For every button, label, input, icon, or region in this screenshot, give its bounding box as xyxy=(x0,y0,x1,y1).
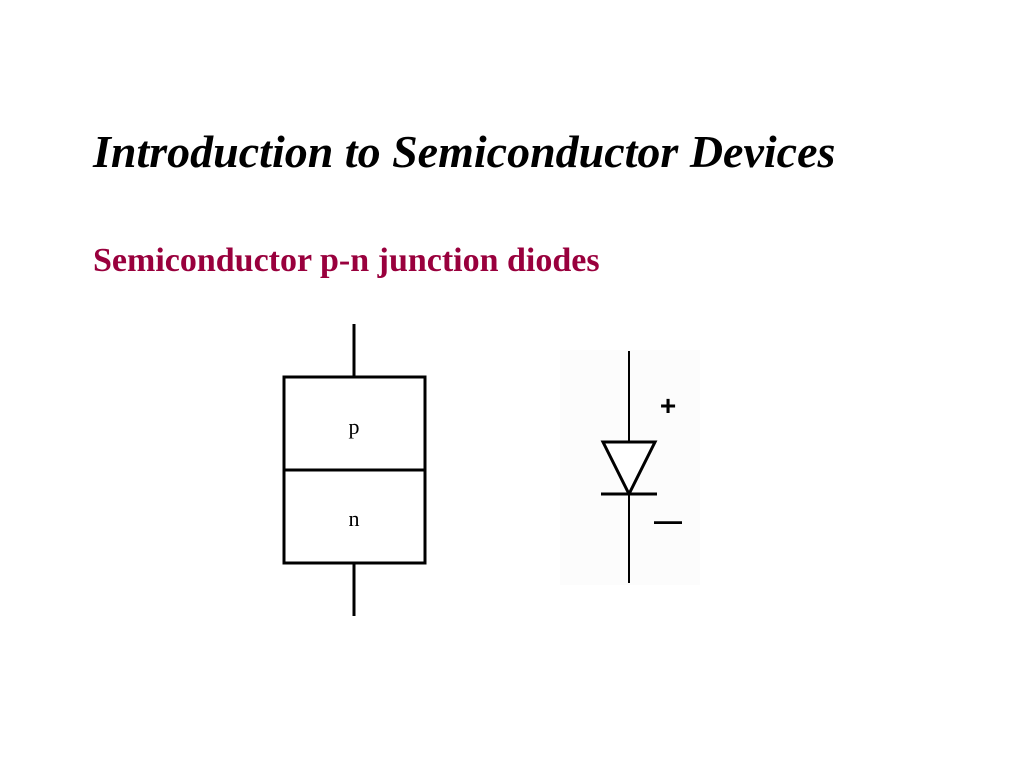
pn-junction-block: p n xyxy=(282,324,427,616)
n-region-label: n xyxy=(349,506,360,531)
diode-triangle-icon xyxy=(600,440,658,498)
diode-schematic-symbol: + — xyxy=(600,351,682,583)
p-region xyxy=(282,375,427,472)
n-region xyxy=(282,468,427,565)
slide-subtitle: Semiconductor p-n junction diodes xyxy=(93,242,600,279)
slide-title: Introduction to Semiconductor Devices xyxy=(93,126,836,177)
plus-sign: + xyxy=(660,390,676,421)
minus-sign: — xyxy=(654,505,682,536)
p-region-label: p xyxy=(349,414,360,439)
